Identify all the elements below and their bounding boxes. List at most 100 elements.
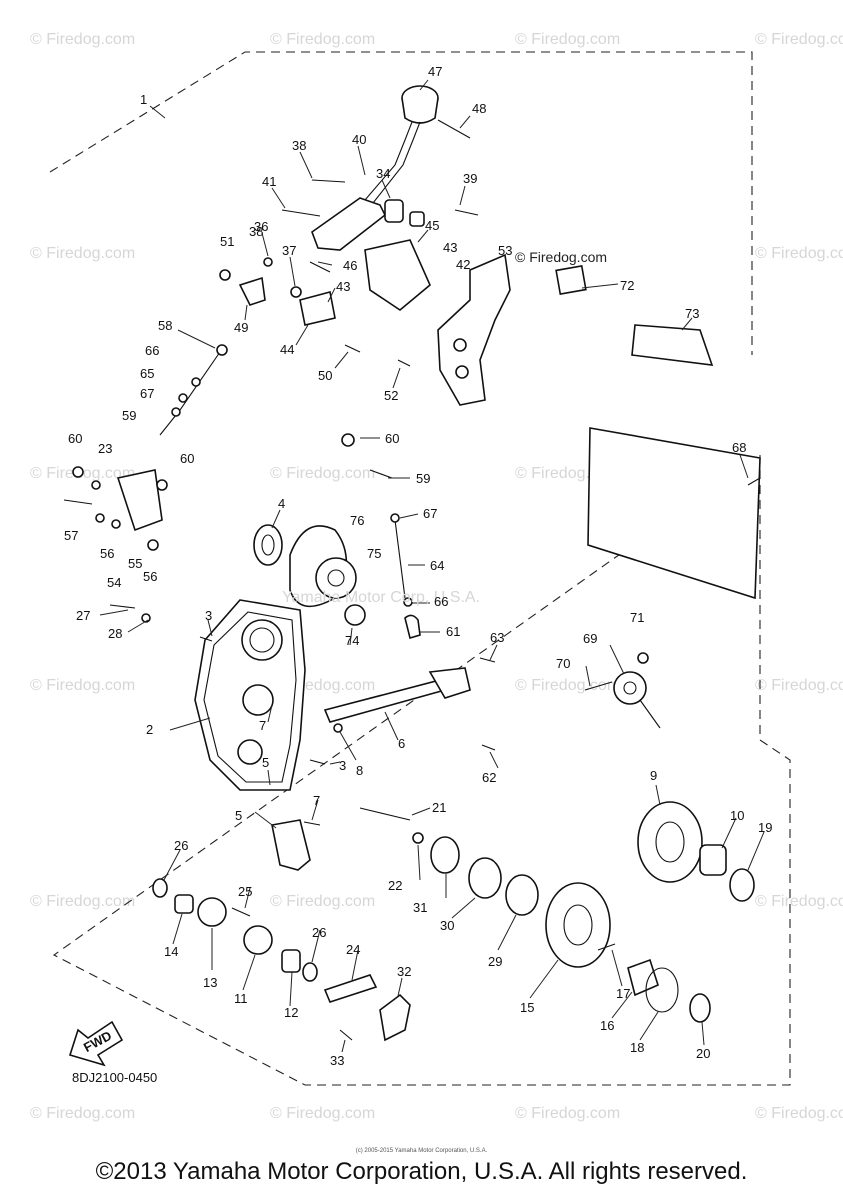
callout-number: 38 <box>292 138 306 153</box>
callout-number: 53 <box>498 243 512 258</box>
callout-number: 52 <box>384 388 398 403</box>
callout-number: 25 <box>238 884 252 899</box>
nut-67 <box>390 513 400 523</box>
callout-number: 3 <box>205 608 212 623</box>
case-bore-lower <box>237 739 263 765</box>
watermark-layer: © Firedog.com © Firedog.com © Firedog.co… <box>30 31 843 1122</box>
bracket-49 <box>238 276 266 306</box>
callout-number: 67 <box>140 386 154 401</box>
pin-48 <box>437 119 471 139</box>
rod-end-61 <box>404 614 421 640</box>
bolt-57 <box>63 499 93 505</box>
plate-73 <box>631 324 714 366</box>
bearing-10 <box>699 844 727 876</box>
callout-number: 5 <box>262 755 269 770</box>
callout-number: 7 <box>259 718 266 733</box>
callout-number: 59 <box>122 408 136 423</box>
callout-number: 59 <box>416 471 430 486</box>
watermark: © Firedog.com <box>30 1105 135 1122</box>
chain-drive <box>253 513 421 640</box>
nut-37 <box>290 286 302 298</box>
callout-number: 17 <box>616 986 630 1001</box>
label-72 <box>555 264 587 296</box>
linkage-rod <box>63 344 393 551</box>
leader-lines <box>99 79 765 1053</box>
callout-number: 72 <box>620 278 634 293</box>
assembly-boundary <box>49 51 791 1086</box>
callout-number: 21 <box>432 800 446 815</box>
center-watermark: Yamaha Motor Corp, U.S.A. <box>282 589 480 606</box>
callout-number: 41 <box>262 174 276 189</box>
callout-number: 42 <box>456 257 470 272</box>
spline-29 <box>505 874 539 916</box>
watermark: © Firedog.com <box>270 893 375 910</box>
rod-64 <box>394 519 406 599</box>
callout-number: 65 <box>140 366 154 381</box>
nut-60-left <box>72 466 84 478</box>
callout-number: 39 <box>463 171 477 186</box>
spacer-74 <box>344 604 366 626</box>
callout-number: 71 <box>630 610 644 625</box>
sprocket-15 <box>545 882 611 968</box>
callout-number: 43 <box>336 279 350 294</box>
inline-watermark: © Firedog.com <box>515 249 607 265</box>
case-bore-mid <box>242 684 274 716</box>
plate-44 <box>299 291 336 326</box>
callout-number: 1 <box>140 92 147 107</box>
rod-58 <box>159 351 221 436</box>
spring-46 <box>309 261 331 273</box>
nut-71 <box>637 652 649 664</box>
spring-30 <box>468 857 502 899</box>
callout-number: 30 <box>440 918 454 933</box>
sensor-assembly <box>584 652 661 729</box>
lever-bracket <box>311 197 387 251</box>
shift-arm-38 <box>437 253 511 406</box>
callout-number: 75 <box>367 546 381 561</box>
sensor-69 <box>613 671 647 705</box>
callout-number: 44 <box>280 342 294 357</box>
callout-number: 49 <box>234 320 248 335</box>
callout-number: 70 <box>556 656 570 671</box>
bearing-4 <box>253 524 283 566</box>
bolt-70 <box>584 681 613 691</box>
gear-11 <box>243 925 273 955</box>
callout-number: 54 <box>107 575 121 590</box>
callout-number: 24 <box>346 942 360 957</box>
watermark: © Firedog.com <box>30 677 135 694</box>
callout-number: 34 <box>376 166 390 181</box>
shaft-arm <box>428 667 471 699</box>
callout-number: 56 <box>143 569 157 584</box>
lower-right-parts <box>359 801 755 1023</box>
bushing-14 <box>174 894 194 914</box>
bolt-21 <box>359 807 411 821</box>
hub-16 <box>627 958 659 997</box>
callout-number: 26 <box>312 925 326 940</box>
callout-number: 16 <box>600 1018 614 1033</box>
callout-number: 6 <box>398 736 405 751</box>
callout-number: 66 <box>145 343 159 358</box>
washer-22 <box>412 832 424 844</box>
washer-56 <box>95 513 105 523</box>
rod-end-59 <box>369 469 393 479</box>
washer-26 <box>152 878 168 898</box>
callout-number: 48 <box>472 101 486 116</box>
callout-number: 23 <box>98 441 112 456</box>
shift-plate <box>364 239 431 311</box>
diagram-code: 8DJ2100-0450 <box>72 1070 157 1085</box>
callout-number: 2 <box>146 722 153 737</box>
case-bore-upper <box>241 619 283 661</box>
gear-9 <box>637 801 703 883</box>
washer-20 <box>689 993 711 1023</box>
callout-number: 7 <box>313 793 320 808</box>
knob-body <box>401 97 439 124</box>
watermark: © Firedog.com <box>755 31 843 48</box>
callout-number: 28 <box>108 626 122 641</box>
callout-number: 18 <box>630 1040 644 1055</box>
ring-18 <box>645 967 679 1013</box>
chaincase <box>109 599 343 791</box>
watermark: © Firedog.com <box>270 1105 375 1122</box>
callout-number: 74 <box>345 633 359 648</box>
callout-number: 43 <box>443 240 457 255</box>
callout-number: 61 <box>446 624 460 639</box>
